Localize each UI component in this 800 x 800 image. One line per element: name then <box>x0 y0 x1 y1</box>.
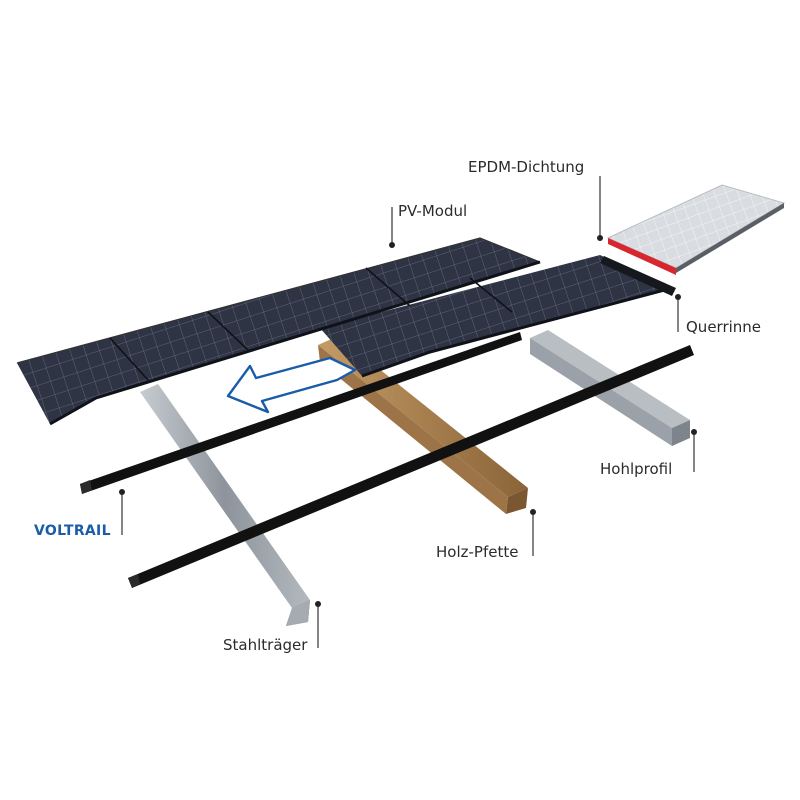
label-pv-modul: PV-Modul <box>398 202 468 220</box>
label-holz-pfette: Holz-Pfette <box>436 543 519 561</box>
leader-lines <box>119 176 697 648</box>
epdm-seal-strip <box>608 238 676 275</box>
stahltraeger-beam <box>140 384 310 626</box>
label-querrinne: Querrinne <box>686 318 762 336</box>
label-hohlprofil: Hohlprofil <box>600 460 673 478</box>
querrinne-gutter <box>600 256 676 296</box>
voltrail-rails <box>80 332 694 588</box>
label-voltrail: VOLTRAIL <box>34 523 111 539</box>
label-stahltraeger: Stahlträger <box>223 636 308 654</box>
drainage-direction-arrow <box>226 356 357 414</box>
label-epdm-dichtung: EPDM-Dichtung <box>468 158 585 176</box>
epdm-panel-detail <box>606 184 786 275</box>
pv-modul-field <box>16 237 673 426</box>
